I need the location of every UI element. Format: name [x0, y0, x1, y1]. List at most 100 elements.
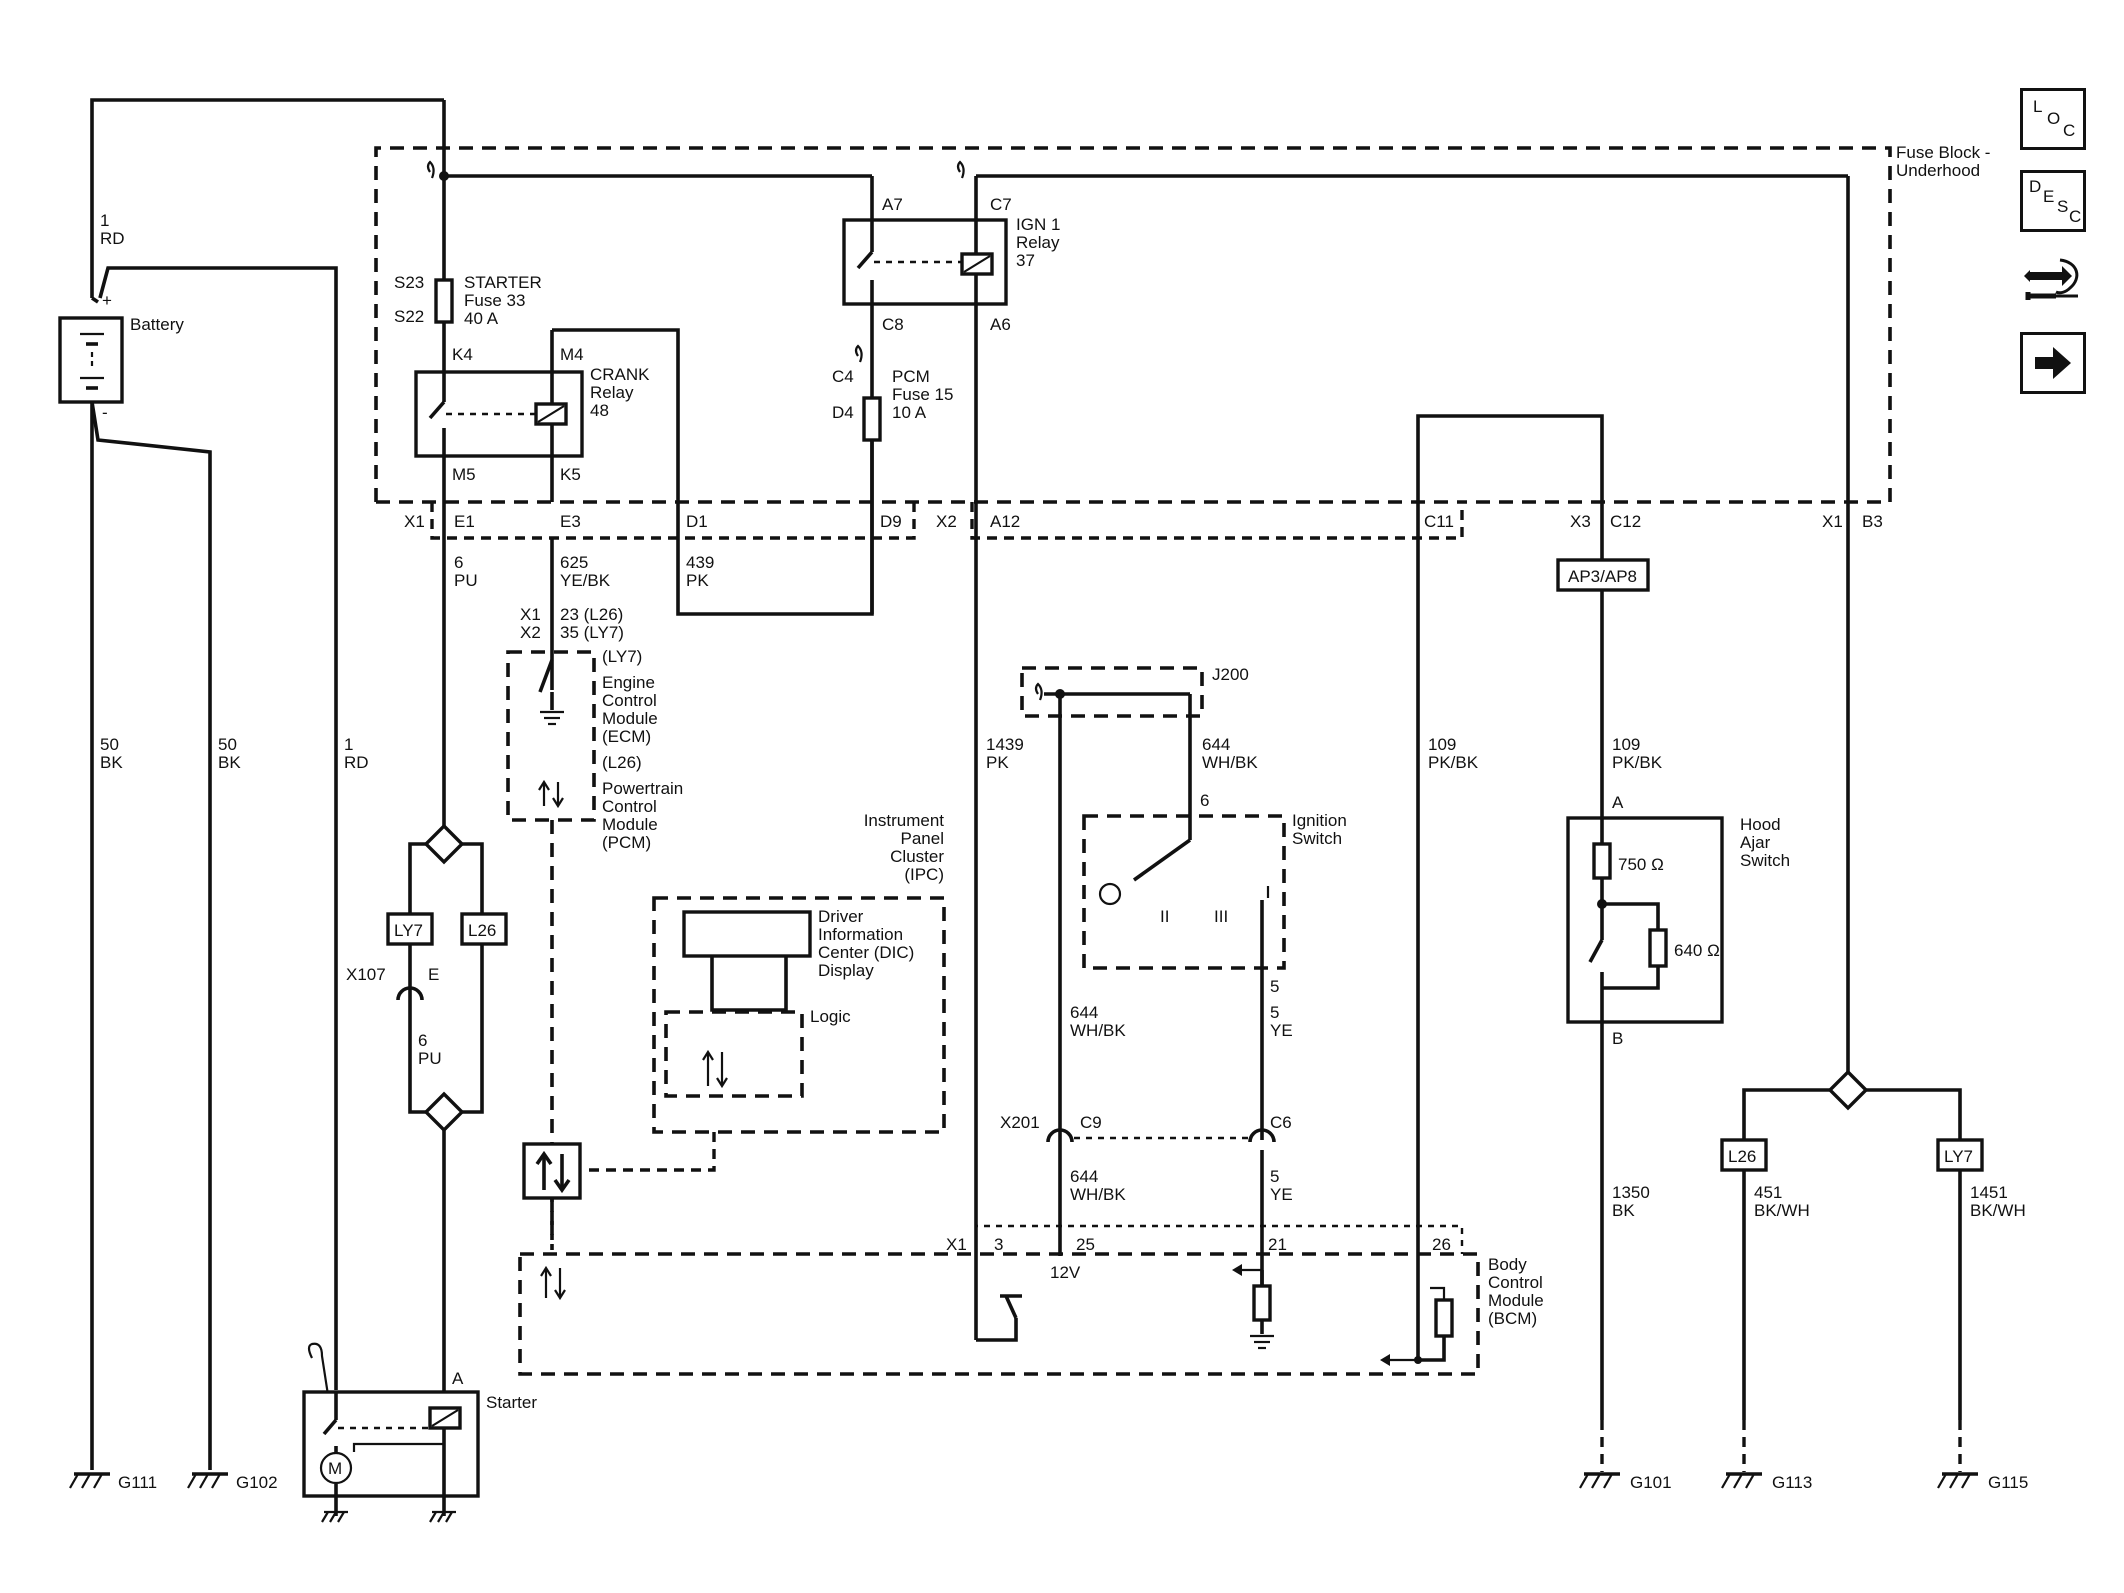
svg-text:Ignition: Ignition	[1292, 811, 1347, 830]
svg-text:LY7: LY7	[394, 921, 423, 940]
svg-text:5: 5	[1270, 1167, 1279, 1186]
serial-data-arrows-icon	[535, 1150, 571, 1194]
svg-text:PU: PU	[454, 571, 478, 590]
location-button[interactable]: L O C	[2020, 88, 2086, 150]
diagram-nav: L O C D E S C	[2020, 88, 2090, 414]
svg-text:640 Ω: 640 Ω	[1674, 941, 1720, 960]
svg-text:E: E	[428, 965, 439, 984]
svg-text:D4: D4	[832, 403, 854, 422]
svg-text:C11: C11	[1424, 512, 1454, 531]
svg-text:WH/BK: WH/BK	[1070, 1021, 1126, 1040]
svg-text:D1: D1	[686, 512, 708, 531]
engine-control-module: X1 X2 23 (L26) 35 (LY7) (LY7) Engine Con…	[506, 538, 683, 1240]
svg-text:Driver: Driver	[818, 907, 864, 926]
svg-text:109: 109	[1428, 735, 1456, 754]
svg-text:625: 625	[560, 553, 588, 572]
svg-text:10 A: 10 A	[892, 403, 927, 422]
connector-x201: X201 C9 C6 644 WH/BK 5 YE	[1000, 1113, 1293, 1290]
svg-text:Starter: Starter	[486, 1393, 537, 1412]
svg-text:A12: A12	[990, 512, 1020, 531]
loc-letter-l: L	[2033, 97, 2043, 116]
svg-text:644: 644	[1070, 1167, 1098, 1186]
svg-text:750 Ω: 750 Ω	[1618, 855, 1664, 874]
option-ly7-right	[1936, 1138, 1984, 1172]
svg-text:Fuse 15: Fuse 15	[892, 385, 953, 404]
svg-text:1: 1	[344, 735, 353, 754]
ground-g113-icon	[1721, 1472, 1762, 1489]
svg-text:5: 5	[1270, 1003, 1279, 1022]
svg-text:BK/WH: BK/WH	[1970, 1201, 2026, 1220]
fuse-block-title-2: Underhood	[1896, 161, 1980, 180]
svg-text:BK: BK	[1612, 1201, 1635, 1220]
connector-tool-button[interactable]	[2020, 252, 2086, 314]
battery-plus: +	[102, 291, 112, 310]
starter-circuit: LY7 L26 X107 E 6 PU	[346, 456, 508, 1404]
desc-letter-e: E	[2043, 187, 2055, 206]
svg-text:L26: L26	[468, 921, 496, 940]
loc-letter-c: C	[2063, 121, 2076, 140]
svg-text:PCM: PCM	[892, 367, 930, 386]
ground-g115-icon	[1937, 1472, 1978, 1489]
ground-g102-icon	[187, 1472, 228, 1489]
ground-g115-label: G115	[1988, 1473, 2028, 1492]
next-page-button[interactable]	[2020, 332, 2086, 394]
svg-text:E3: E3	[560, 512, 581, 531]
svg-text:M: M	[328, 1459, 342, 1478]
svg-text:50: 50	[218, 735, 237, 754]
ground-g111-icon	[69, 1472, 110, 1489]
svg-text:II: II	[1160, 907, 1169, 926]
battery-wire-circuit: 1	[100, 211, 109, 230]
body-control-module: X1 3 25 21 26 12V Body Control Module (B…	[518, 1224, 1544, 1376]
svg-text:Module: Module	[602, 815, 658, 834]
ground-branches: L26 LY7 451 BK/WH 1451 BK/WH	[1720, 1069, 2026, 1420]
svg-text:1451: 1451	[1970, 1183, 2008, 1202]
svg-text:5: 5	[1270, 977, 1279, 996]
svg-text:BK: BK	[100, 753, 123, 772]
option-l26-right	[1720, 1138, 1768, 1172]
ground-g111-label: G111	[118, 1473, 157, 1492]
svg-text:35 (LY7): 35 (LY7)	[560, 623, 624, 642]
ground-g102-label: G102	[236, 1473, 278, 1492]
description-button[interactable]: D E S C	[2020, 170, 2086, 232]
svg-text:Information: Information	[818, 925, 903, 944]
svg-text:Engine: Engine	[602, 673, 655, 692]
svg-text:Switch: Switch	[1292, 829, 1342, 848]
svg-text:M5: M5	[452, 465, 476, 484]
svg-text:26: 26	[1432, 1235, 1451, 1254]
battery: + - Battery 1 RD	[58, 98, 444, 1470]
ground-symbols: G111 G102 G101 G113 G115	[69, 1420, 2028, 1492]
bcm-data-arrows-icon	[540, 1265, 566, 1301]
desc-letter-s: S	[2057, 197, 2069, 216]
svg-text:IGN 1: IGN 1	[1016, 215, 1060, 234]
starter: A Starter M	[302, 1342, 537, 1523]
svg-text:(L26): (L26)	[602, 753, 642, 772]
svg-text:3: 3	[994, 1235, 1003, 1254]
svg-text:Control: Control	[602, 797, 657, 816]
svg-text:III: III	[1214, 907, 1228, 926]
option-l26-left	[460, 912, 508, 946]
fuse-block-outline: Fuse Block - Underhood	[374, 143, 1990, 504]
svg-text:RD: RD	[344, 753, 369, 772]
desc-letter-d: D	[2029, 177, 2042, 196]
svg-text:C12: C12	[1610, 512, 1641, 531]
svg-text:12V: 12V	[1050, 1263, 1081, 1282]
svg-text:AP3/AP8: AP3/AP8	[1568, 567, 1637, 586]
svg-text:Module: Module	[1488, 1291, 1544, 1310]
svg-text:Switch: Switch	[1740, 851, 1790, 870]
svg-text:D9: D9	[880, 512, 902, 531]
svg-text:PK: PK	[686, 571, 709, 590]
starter-ground-icon-1	[321, 1510, 348, 1523]
crank-relay: K4 M4 M5 K5 CRANK Relay 48	[414, 328, 874, 616]
svg-text:X2: X2	[936, 512, 957, 531]
svg-text:6: 6	[454, 553, 463, 572]
battery-label: Battery	[130, 315, 184, 334]
svg-text:M4: M4	[560, 345, 584, 364]
svg-text:A7: A7	[882, 195, 903, 214]
svg-text:(LY7): (LY7)	[602, 647, 642, 666]
svg-text:YE: YE	[1270, 1185, 1293, 1204]
battery-wire-color: RD	[100, 229, 125, 248]
svg-text:Relay: Relay	[590, 383, 634, 402]
svg-text:C4: C4	[832, 367, 854, 386]
svg-text:Hood: Hood	[1740, 815, 1781, 834]
pcm-fuse: C4 D4 PCM Fuse 15 10 A	[832, 304, 953, 614]
